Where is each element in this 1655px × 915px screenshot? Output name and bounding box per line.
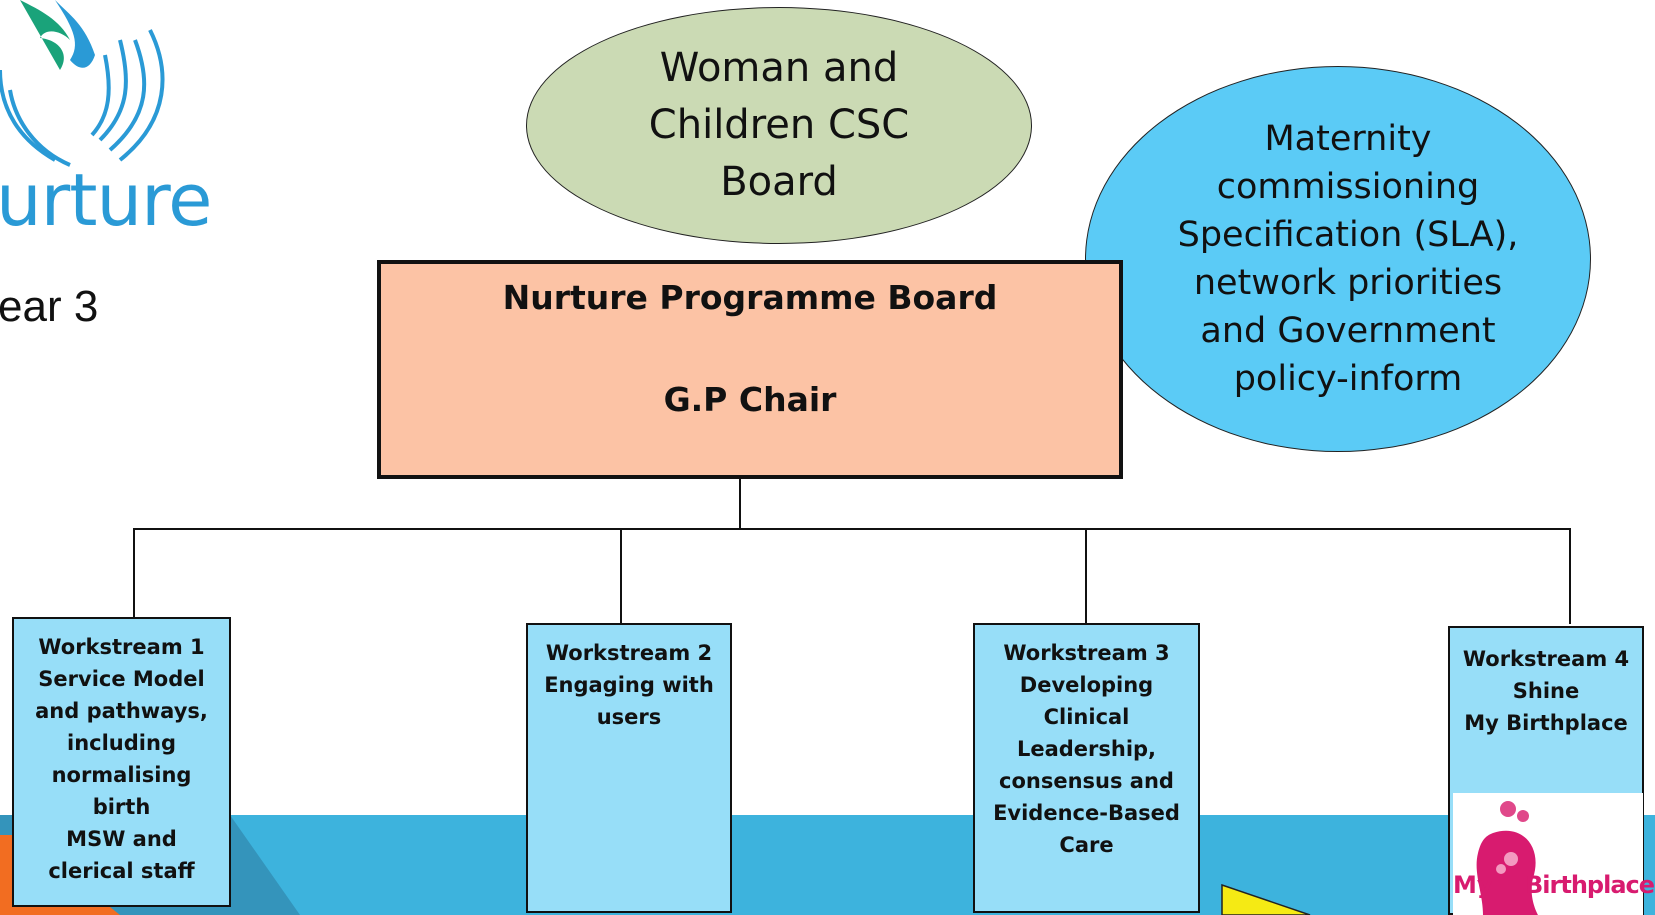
nurture-logo: urture	[0, 0, 212, 240]
connector-vertical-main	[739, 479, 741, 529]
side-text: ear 3	[0, 282, 99, 331]
ws-line: Engaging with	[544, 673, 714, 697]
ws-line: Service Model	[38, 667, 205, 691]
ws-line: consensus and	[999, 769, 1174, 793]
ws-line: clerical staff	[48, 859, 195, 883]
yellow-arrow	[1221, 883, 1311, 915]
ws-line: Leadership,	[1016, 737, 1157, 761]
ellipse-line: policy-inform	[1233, 359, 1463, 399]
logo-text: urture	[0, 158, 212, 242]
ws-line: Care	[1059, 833, 1114, 857]
ws-line: My Birthplace	[1464, 711, 1628, 735]
connector-ws2	[620, 528, 622, 624]
hands-icon	[0, 0, 165, 167]
ellipse-line: Children CSC	[648, 102, 910, 148]
workstream-2-box: Workstream 2 Engaging with users	[526, 623, 732, 913]
ws-line: Workstream 4	[1462, 647, 1630, 671]
ws-line: Workstream 3	[1003, 641, 1170, 665]
workstream-3-box: Workstream 3 Developing Clinical Leaders…	[973, 623, 1200, 913]
ellipse-line: Woman and	[659, 45, 899, 91]
footprint-icon	[1476, 801, 1538, 915]
board-title: Nurture Programme Board	[502, 278, 998, 317]
ws-line: normalising	[51, 763, 192, 787]
connector-horizontal	[133, 528, 1571, 530]
ws-line: including	[67, 731, 176, 755]
ws-line: MSW and	[66, 827, 177, 851]
ellipse-line: commissioning	[1216, 167, 1480, 207]
ws-line: birth	[92, 795, 151, 819]
women-children-board-ellipse: Woman and Children CSC Board	[526, 7, 1032, 244]
ellipse-line: Specification (SLA),	[1177, 215, 1519, 255]
ws-line: Developing	[1019, 673, 1154, 697]
connector-ws3	[1085, 528, 1087, 624]
ellipse-line: network priorities	[1193, 263, 1503, 303]
ellipse-line: Board	[720, 159, 838, 205]
programme-board-box: Nurture Programme Board G.P Chair	[377, 260, 1123, 479]
workstream-1-box: Workstream 1 Service Model and pathways,…	[12, 617, 231, 907]
ellipse-line: and Government	[1200, 311, 1496, 351]
ws-line: Workstream 2	[545, 641, 713, 665]
logo-birthplace-text: Birthplace	[1525, 871, 1655, 899]
ws-line: and pathways,	[35, 699, 208, 723]
connector-ws4	[1569, 528, 1571, 624]
maternity-commissioning-ellipse: Maternity commissioning Specification (S…	[1085, 66, 1591, 452]
ws-line: Evidence-Based	[993, 801, 1180, 825]
ws-line: users	[596, 705, 662, 729]
ellipse-line: Maternity	[1264, 119, 1432, 159]
my-birthplace-logo: My Birthplace	[1453, 793, 1655, 915]
ws-line: Clinical	[1043, 705, 1130, 729]
board-chair: G.P Chair	[663, 380, 837, 419]
ws-line: Shine	[1512, 679, 1580, 703]
connector-ws1	[133, 528, 135, 618]
logo-my-text: My	[1453, 871, 1493, 899]
ws-line: Workstream 1	[38, 635, 205, 659]
